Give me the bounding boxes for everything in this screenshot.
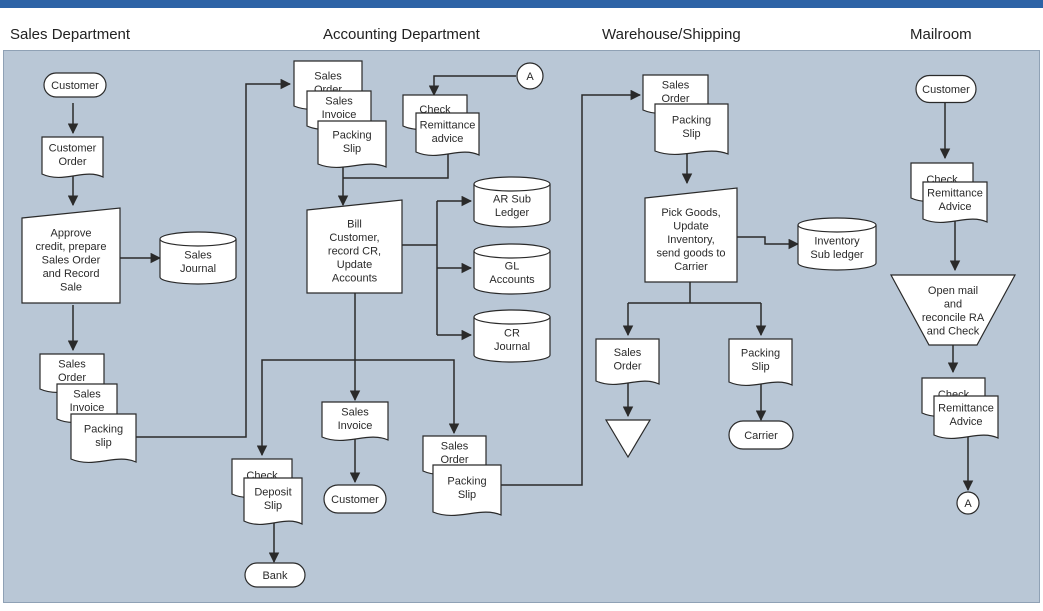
- arrow-pick-to-inventory: [737, 236, 800, 250]
- wh-packing-slip-copy: [728, 338, 793, 386]
- department-header: Sales Department Accounting Department W…: [0, 8, 1043, 52]
- line-remittance-to-bill: [343, 153, 449, 179]
- sales-journal-storage: [159, 231, 237, 285]
- wh-packing-slip-doc: [654, 103, 729, 155]
- carrier-terminal-label: Carrier: [744, 430, 778, 442]
- sales-order-file-triangle: [604, 419, 652, 459]
- bank-terminal-label: Bank: [262, 570, 288, 582]
- sales-packing-slip-doc: [70, 413, 137, 463]
- arrow-to-warehouse: [500, 89, 642, 486]
- acct-customer-terminal-label: Customer: [331, 494, 379, 506]
- accounting-department-title: Accounting Department: [323, 26, 480, 43]
- open-mail-reconcile-process: [889, 274, 1017, 346]
- mailroom-remittance-copy: [933, 395, 999, 439]
- deposit-slip-doc: [243, 477, 303, 525]
- acct-packing-slip-copy: [432, 464, 502, 516]
- mailroom-remittance-doc: [922, 181, 988, 223]
- connector-lines: [67, 75, 974, 564]
- acct-connector-a-label: A: [526, 71, 534, 83]
- gl-accounts-storage: [473, 243, 551, 295]
- mailroom-customer-terminal-label: Customer: [922, 84, 970, 96]
- arrow-packing-slip-to-accounting: [136, 78, 292, 438]
- carrier-terminal: [728, 420, 794, 450]
- mailroom-customer-terminal: [915, 74, 977, 104]
- top-color-bar: [0, 0, 1043, 8]
- inventory-sub-ledger-storage: [797, 217, 877, 271]
- arrow-bill-to-sales-order: [355, 359, 460, 435]
- cr-journal-storage: [473, 309, 551, 363]
- acct-connector-a: [516, 62, 544, 90]
- sales-customer-order-doc: [41, 136, 104, 178]
- mailroom-title: Mailroom: [910, 26, 972, 43]
- arrow-connector-a-to-check: [428, 75, 516, 97]
- acct-sales-invoice-copy: [321, 401, 389, 441]
- bill-customer-process: [306, 199, 403, 294]
- bank-terminal: [244, 562, 306, 588]
- acct-remittance-doc: [415, 112, 480, 156]
- warehouse-shipping-title: Warehouse/Shipping: [602, 26, 741, 43]
- ar-sub-ledger-storage: [473, 176, 551, 228]
- mailroom-connector-a: [956, 491, 980, 515]
- wh-sales-order-copy: [595, 338, 660, 385]
- pick-goods-process: [644, 187, 738, 283]
- arrow-bill-to-check: [256, 359, 355, 457]
- acct-packing-slip-doc: [317, 120, 387, 168]
- acct-customer-terminal: [323, 484, 387, 514]
- sales-customer-terminal-label: Customer: [51, 80, 99, 92]
- approve-credit-process: [21, 207, 121, 304]
- sales-department-title: Sales Department: [10, 26, 131, 43]
- mailroom-connector-a-label: A: [964, 498, 972, 510]
- sales-customer-terminal: [43, 72, 107, 98]
